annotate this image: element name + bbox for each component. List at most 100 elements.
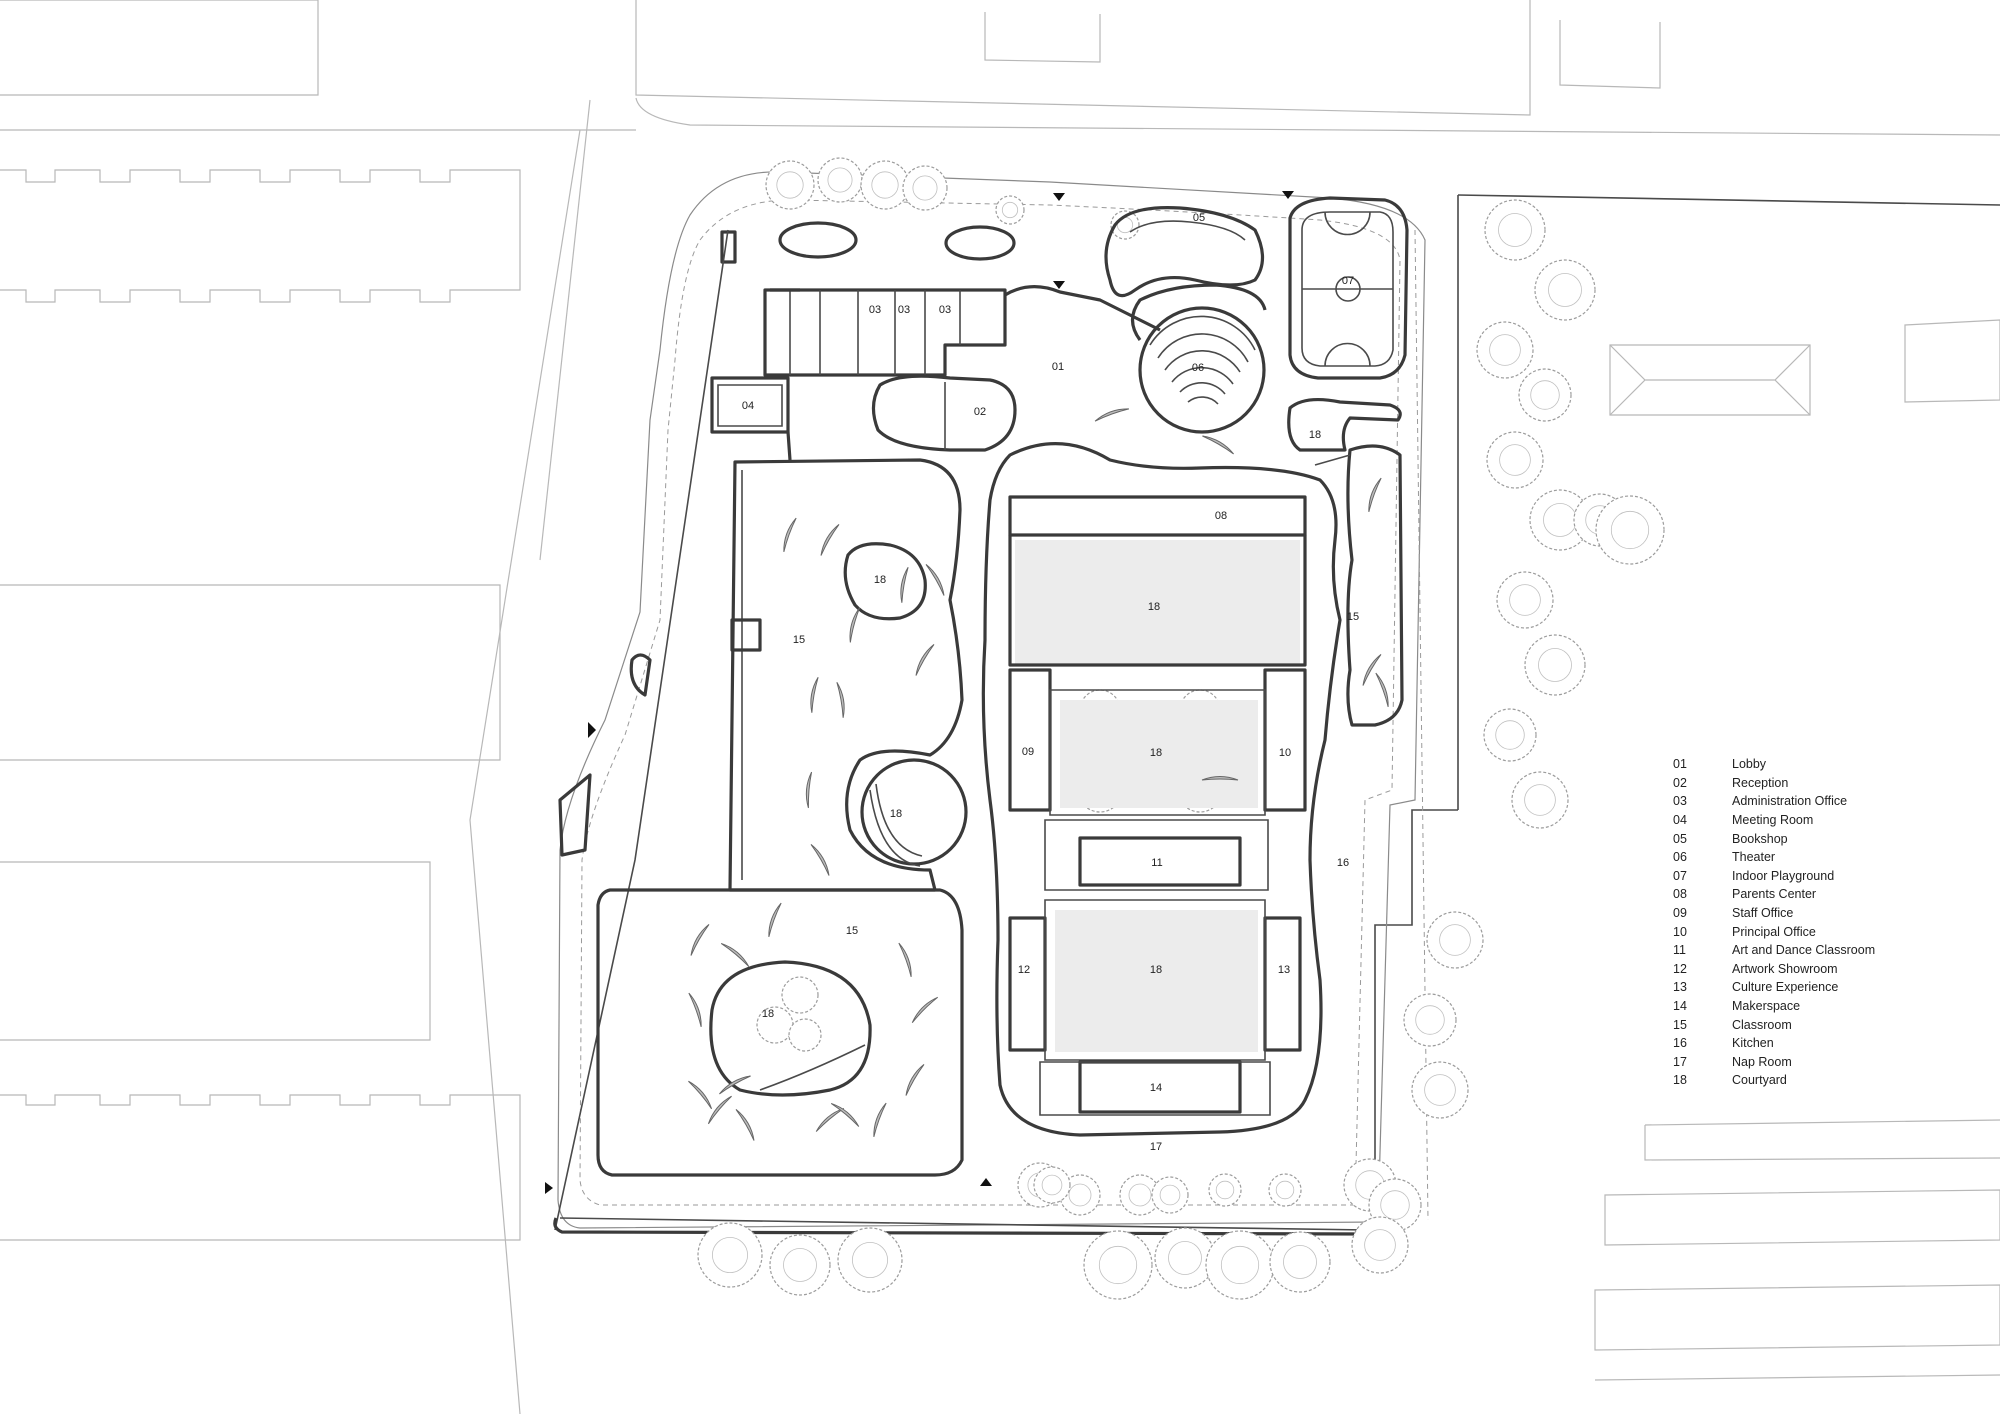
tree-icon [769, 1234, 831, 1296]
legend-room-name: Courtyard [1732, 1073, 1787, 1088]
north-wing [710, 196, 1409, 461]
tree-icon [1269, 1231, 1331, 1293]
legend-room-name: Bookshop [1732, 831, 1788, 846]
legend-room-name: Indoor Playground [1732, 868, 1835, 883]
legend-room-name: Art and Dance Classroom [1732, 943, 1876, 958]
tree-icon [902, 165, 948, 211]
tree-icon [1110, 210, 1140, 240]
tree-icon [860, 160, 910, 210]
curved-bench-icon [900, 567, 909, 603]
tree-canopy-icon [1530, 380, 1560, 410]
tree-icon [1208, 1173, 1242, 1207]
tree-icon [1083, 1230, 1153, 1300]
tree-icon [1484, 199, 1546, 261]
tree-icon [1411, 1061, 1469, 1119]
courtyard-tree-icon [788, 1018, 822, 1052]
tree-canopy-icon [1499, 444, 1531, 476]
tree-canopy-icon [1424, 1074, 1456, 1106]
curved-bench-icon [707, 1095, 732, 1125]
tree-icon [1151, 1176, 1189, 1214]
tree-icon [1511, 771, 1569, 829]
tree-icon [1403, 993, 1457, 1047]
tree-canopy-icon [1495, 720, 1525, 750]
legend-number: 15 [1673, 1017, 1687, 1032]
label-classroom-west: 15 [793, 634, 805, 646]
tree-icon [1351, 1216, 1409, 1274]
curved-bench-icon [1202, 435, 1234, 455]
tree-canopy-icon [1439, 924, 1471, 956]
tree-canopy-icon [1380, 1190, 1410, 1220]
tree-canopy-icon [827, 167, 853, 193]
curved-bench-icon [810, 844, 830, 876]
legend-number: 06 [1673, 850, 1687, 865]
label-courtyard-ne: 18 [1309, 429, 1321, 441]
entrance-arrow-north-east [1282, 191, 1294, 199]
tree-icon [837, 1227, 903, 1293]
tree-canopy-icon [1489, 334, 1521, 366]
tree-canopy-icon [1098, 1245, 1138, 1285]
tree-canopy-icon [1275, 1180, 1295, 1200]
legend-number: 18 [1673, 1073, 1687, 1088]
legend-room-name: Theater [1732, 850, 1776, 865]
entrance-arrow-south [980, 1178, 992, 1186]
legend-number: 02 [1673, 775, 1687, 790]
entrance-arrow-north-west [1053, 193, 1065, 201]
tree-canopy-icon [712, 1237, 749, 1274]
tree-canopy-icon [1041, 1174, 1063, 1196]
tree-icon [1476, 321, 1534, 379]
tree-icon [1524, 634, 1586, 696]
legend-number: 04 [1673, 813, 1687, 828]
entrance-arrow-lobby [1053, 281, 1065, 289]
legend-room-name: Kitchen [1732, 1036, 1774, 1051]
tree-canopy-icon [1283, 1245, 1317, 1279]
west-wing [596, 444, 1404, 1177]
curved-bench-icon [836, 682, 845, 718]
label-admin-c: 03 [939, 304, 951, 316]
legend-row: 07 Indoor Playground [1673, 867, 1973, 886]
curved-bench-icon [720, 942, 750, 967]
curved-bench-icon [873, 1102, 887, 1138]
label-courtyard-sw: 18 [762, 1008, 774, 1020]
legend-room-name: Meeting Room [1732, 813, 1814, 828]
label-art-dance: 11 [1151, 857, 1162, 869]
curved-bench-icon [688, 1080, 713, 1110]
central-block [981, 442, 1342, 1137]
entrance-arrows [545, 191, 1294, 1194]
tree-canopy-icon [1538, 648, 1572, 682]
curved-bench-icon [1362, 654, 1382, 686]
tree-icon [817, 157, 863, 203]
entrance-arrow-south-west [545, 1182, 553, 1194]
curved-bench-icon [815, 1107, 845, 1132]
curved-bench-icon [1201, 776, 1239, 781]
legend-number: 11 [1673, 943, 1686, 958]
legend-row: 18 Courtyard [1673, 1071, 1973, 1090]
legend-room-name: Makerspace [1732, 999, 1801, 1014]
label-lobby: 01 [1052, 361, 1064, 373]
legend-row: 06 Theater [1673, 848, 1973, 867]
label-courtyard-n: 18 [1148, 601, 1160, 613]
tree-icon [1595, 495, 1665, 565]
courtyard-tree-icon [781, 976, 819, 1014]
legend-room-name: Culture Experience [1732, 980, 1839, 995]
legend-room-name: Reception [1732, 775, 1789, 790]
legend-number: 12 [1673, 961, 1687, 976]
legend-room-name: Administration Office [1732, 794, 1848, 809]
legend-room-name: Classroom [1732, 1017, 1792, 1032]
legend-number: 07 [1673, 868, 1687, 883]
label-principal: 10 [1279, 747, 1291, 759]
label-playground: 07 [1342, 275, 1354, 287]
label-staff: 09 [1022, 746, 1034, 758]
tree-canopy-icon [1509, 584, 1541, 616]
